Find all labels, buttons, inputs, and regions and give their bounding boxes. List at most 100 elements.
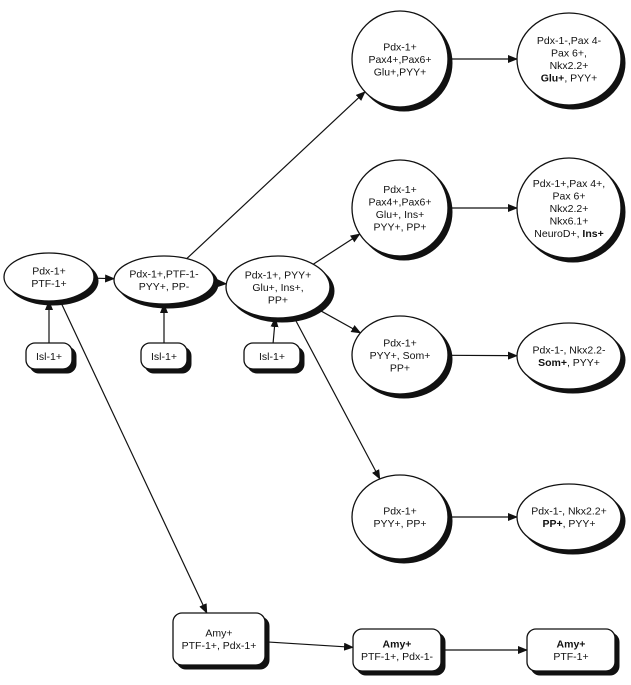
node-r3[interactable]: Pdx-1-, Nkx2.2-Som+, PYY+ [516, 322, 626, 394]
node-label: Pdx-1-,Pax 4-Pax 6+,Nkx2.2+Glu+, PYY+ [537, 35, 602, 85]
node-label-segment: PYY+, PP+ [373, 222, 426, 234]
node-label-segment: PP+ [390, 362, 410, 374]
node-label-line: PTF-1+ [553, 651, 588, 663]
node-box [526, 628, 616, 672]
node-label-segment: Pdx-1+, PYY+ [245, 269, 312, 281]
node-c1[interactable]: Pdx-1+Pax4+,Pax6+Glu+,PYY+ [351, 10, 453, 112]
node-label-segment: Pax4+,Pax6+ [368, 197, 431, 209]
node-label-line: Nkx2.2+ [550, 60, 589, 72]
node-i1[interactable]: Isl-1+ [25, 342, 77, 374]
node-n3[interactable]: Pdx-1+, PYY+Glu+, Ins+,PP+ [225, 255, 335, 323]
node-label-line: NeuroD+, Ins+ [534, 228, 603, 240]
node-label-line: Pax 6+ [553, 190, 586, 202]
node-label-segment: Amy+ [205, 628, 232, 640]
node-label-line: Amy+ [557, 639, 586, 651]
nodes-layer: Pdx-1+PTF-1+Pdx-1+,PTF-1-PYY+, PP-Pdx-1+… [3, 10, 626, 676]
node-label-line: Pdx-1-, Nkx2.2+ [531, 506, 607, 518]
node-box [352, 628, 442, 672]
node-label-segment: Nkx6.1+ [550, 215, 589, 227]
node-label-segment: PYY+, PP+ [373, 518, 426, 530]
node-label-segment: Pdx-1-, Nkx2.2- [533, 345, 606, 357]
node-circle [351, 10, 449, 108]
node-a3[interactable]: Amy+PTF-1+ [526, 628, 620, 676]
node-label-segment: Ins+ [582, 228, 603, 240]
node-label-segment: Nkx2.2+ [550, 203, 589, 215]
node-label-line: PTF-1+, Pdx-1+ [182, 640, 257, 652]
node-label-line: Pax4+,Pax6+ [368, 197, 431, 209]
node-label: Pdx-1+Pax4+,Pax6+Glu+,PYY+ [368, 41, 431, 78]
arrow-n3-to-c3 [315, 307, 362, 334]
node-i2[interactable]: Isl-1+ [140, 342, 192, 374]
node-label-line: PP+, PYY+ [542, 518, 595, 530]
node-c3[interactable]: Pdx-1+PYY+, Som+PP+ [351, 315, 453, 399]
node-label-line: Pdx-1+ [383, 41, 417, 53]
node-label-segment: Pax 6+, [551, 48, 587, 60]
node-ellipse [516, 322, 622, 390]
node-label-segment: Amy+ [557, 639, 586, 651]
node-label-line: Pax 6+, [551, 48, 587, 60]
node-label-line: Nkx6.1+ [550, 215, 589, 227]
node-label-line: PP+ [268, 294, 288, 306]
node-a2[interactable]: Amy+PTF-1+, Pdx-1- [352, 628, 446, 676]
edges-layer [45, 55, 528, 654]
node-label: Pdx-1+Pax4+,Pax6+Glu+, Ins+PYY+, PP+ [368, 184, 431, 234]
node-label-line: Glu+, Ins+ [376, 209, 424, 221]
node-ellipse [3, 252, 95, 302]
node-r2[interactable]: Pdx-1+,Pax 4+,Pax 6+Nkx2.2+Nkx6.1+NeuroD… [516, 157, 626, 263]
node-label: Isl-1+ [36, 351, 62, 363]
node-label-segment: PYY+, PP- [139, 281, 190, 293]
node-box [140, 342, 188, 370]
node-n2[interactable]: Pdx-1+,PTF-1-PYY+, PP- [113, 255, 219, 309]
node-box [172, 612, 266, 666]
node-n1[interactable]: Pdx-1+PTF-1+ [3, 252, 99, 306]
node-label-line: Pdx-1+,PTF-1- [129, 269, 199, 281]
node-label-segment: PTF-1+, Pdx-1+ [182, 640, 257, 652]
arrow-n2-to-c1 [186, 91, 366, 260]
node-label-line: Pdx-1+, PYY+ [245, 269, 312, 281]
node-circle [351, 474, 449, 560]
node-label: Pdx-1-, Nkx2.2-Som+, PYY+ [533, 345, 606, 370]
node-r1[interactable]: Pdx-1-,Pax 4-Pax 6+,Nkx2.2+Glu+, PYY+ [516, 12, 626, 110]
node-label-line: PYY+, PP+ [373, 222, 426, 234]
node-label-line: PTF-1+ [31, 278, 66, 290]
node-label-line: Pdx-1-,Pax 4- [537, 35, 602, 47]
node-label-line: Amy+ [383, 639, 412, 651]
node-c2[interactable]: Pdx-1+Pax4+,Pax6+Glu+, Ins+PYY+, PP+ [351, 159, 453, 261]
node-label-line: Glu+, Ins+, [252, 282, 303, 294]
node-label-line: Pdx-1+ [383, 506, 417, 518]
node-label: Pdx-1+PYY+, Som+PP+ [370, 337, 431, 374]
arrow-n1-to-a1 [59, 300, 208, 614]
node-circle [351, 159, 449, 257]
node-label-segment: Glu+, Ins+, [252, 282, 303, 294]
node-label: Amy+PTF-1+ [553, 639, 588, 664]
node-label-line: Glu+, PYY+ [541, 73, 598, 85]
node-label-line: Pax4+,Pax6+ [368, 54, 431, 66]
node-box [243, 342, 301, 370]
node-label: Amy+PTF-1+, Pdx-1- [361, 639, 434, 664]
node-label: Isl-1+ [259, 351, 285, 363]
node-label-segment: Pdx-1+ [32, 266, 66, 278]
node-label-line: Glu+,PYY+ [374, 66, 427, 78]
node-label-segment: Isl-1+ [259, 351, 285, 363]
node-label-segment: PTF-1+ [553, 651, 588, 663]
node-label-segment: NeuroD+, [534, 228, 582, 240]
node-label-line: PP+ [390, 362, 410, 374]
node-circle [351, 315, 449, 395]
node-label-segment: , PYY+ [563, 518, 596, 530]
node-label-segment: Pdx-1+ [383, 184, 417, 196]
node-label-line: Isl-1+ [259, 351, 285, 363]
node-circle [516, 12, 622, 106]
node-ellipse [225, 255, 331, 319]
node-label-segment: Pax4+,Pax6+ [368, 54, 431, 66]
node-label: Pdx-1+,Pax 4+,Pax 6+Nkx2.2+Nkx6.1+NeuroD… [533, 178, 605, 240]
node-label-line: Isl-1+ [151, 351, 177, 363]
node-a1[interactable]: Amy+PTF-1+, Pdx-1+ [172, 612, 270, 670]
node-box [25, 342, 73, 370]
node-label-segment: Som+ [538, 357, 567, 369]
node-i3[interactable]: Isl-1+ [243, 342, 305, 374]
node-label-line: Som+, PYY+ [538, 357, 600, 369]
node-label-line: Pdx-1+ [32, 266, 66, 278]
node-r4[interactable]: Pdx-1-, Nkx2.2+PP+, PYY+ [516, 483, 626, 555]
node-c4[interactable]: Pdx-1+PYY+, PP+ [351, 474, 453, 564]
